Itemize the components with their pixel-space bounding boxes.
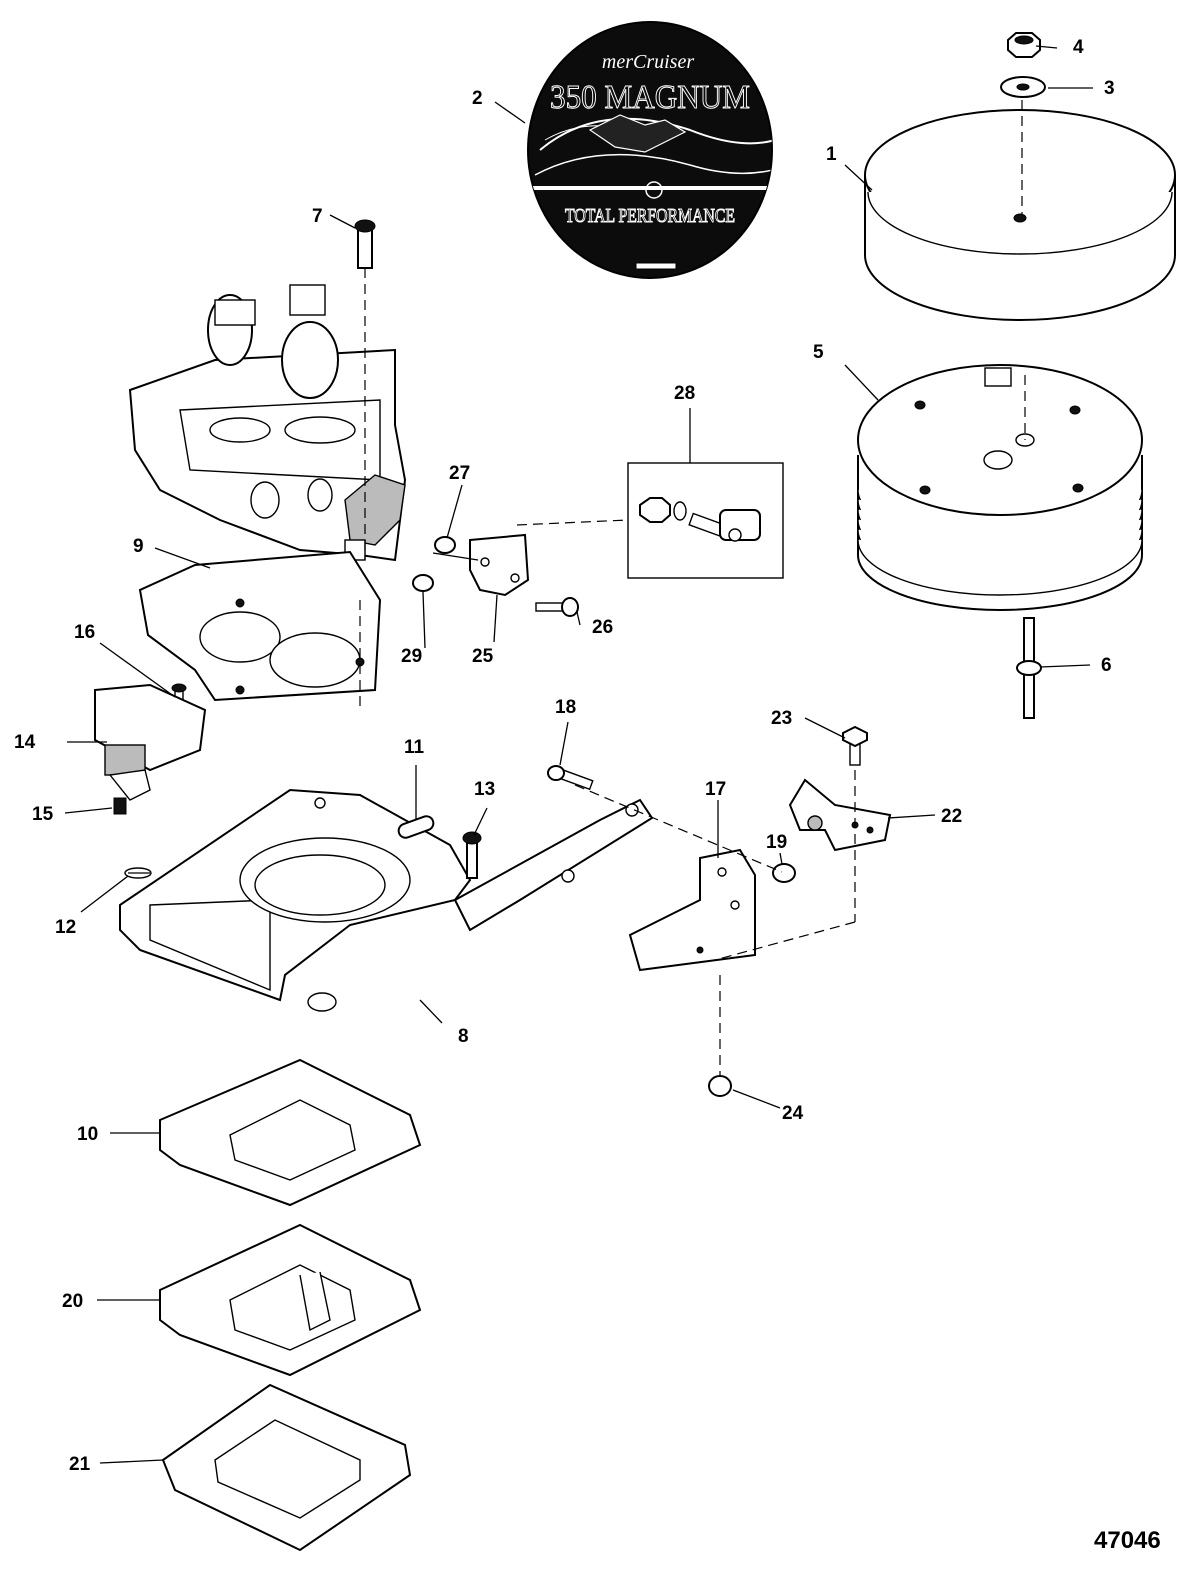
part-27-nut — [434, 536, 456, 554]
part-22-bracket — [788, 778, 892, 852]
part-23-bolt — [842, 725, 868, 766]
callout-5: 5 — [813, 342, 824, 363]
part-17-bracket — [628, 848, 756, 972]
part-18-bolt — [547, 765, 594, 791]
part-25-bracket — [469, 533, 530, 597]
callout-28: 28 — [674, 383, 695, 404]
callout-20: 20 — [62, 1291, 83, 1312]
callout-21: 21 — [69, 1454, 91, 1475]
callout-13: 13 — [474, 779, 495, 800]
decal-brand: merCruiser — [602, 51, 694, 73]
callout-6: 6 — [1101, 655, 1112, 676]
callout-25: 25 — [472, 646, 494, 667]
part-19-nut — [772, 863, 796, 883]
callout-16: 16 — [74, 622, 95, 643]
callout-15: 15 — [32, 804, 54, 825]
callout-17: 17 — [705, 779, 726, 800]
part-24-nut — [708, 1075, 732, 1097]
part-11-pin — [397, 815, 435, 839]
callout-22: 22 — [941, 806, 962, 827]
callout-4: 4 — [1073, 37, 1084, 58]
part-14-sensor — [94, 683, 207, 801]
callout-3: 3 — [1104, 78, 1115, 99]
part-2-decal: merCruiser 350 MAGNUM TOTAL PERFORMANCE — [527, 21, 773, 279]
figure-number: 47046 — [1094, 1527, 1161, 1554]
callout-7: 7 — [312, 206, 323, 227]
callout-2: 2 — [472, 88, 483, 109]
callout-11: 11 — [404, 737, 425, 758]
callout-29: 29 — [401, 646, 422, 667]
part-29-nut — [412, 574, 434, 592]
part-20-plate — [159, 1223, 422, 1377]
part-15-fitting — [113, 797, 127, 815]
part-8-adapter — [119, 788, 654, 1012]
leader-lines — [64, 45, 1093, 1464]
callout-23: 23 — [771, 708, 792, 729]
callout-10: 10 — [77, 1124, 98, 1145]
callout-9: 9 — [133, 536, 144, 557]
part-10-gasket — [159, 1058, 422, 1207]
assembly-lines — [359, 100, 1026, 1075]
part-26-screw — [535, 597, 579, 617]
part-7-bolt — [354, 219, 376, 269]
callout-labels: 4 3 1 2 7 5 28 27 9 16 26 29 25 6 18 23 … — [14, 37, 1115, 1475]
part-1-lid — [864, 109, 1176, 321]
callout-27: 27 — [449, 463, 470, 484]
part-6-stud — [1016, 617, 1042, 719]
callout-26: 26 — [592, 617, 613, 638]
part-5-air-filter — [857, 364, 1143, 611]
part-13-bolt — [462, 831, 482, 879]
callout-1: 1 — [826, 144, 837, 165]
decal-line1: 350 MAGNUM — [550, 79, 750, 116]
callout-19: 19 — [766, 832, 787, 853]
part-21-gasket — [161, 1383, 412, 1552]
callout-14: 14 — [14, 732, 36, 753]
part-3-washer — [1000, 76, 1046, 98]
part-28-linkage-kit — [639, 497, 761, 542]
callout-24: 24 — [782, 1103, 804, 1124]
part-12-spring — [124, 867, 152, 879]
callout-8: 8 — [458, 1026, 469, 1047]
callout-12: 12 — [55, 917, 76, 938]
throttle-body — [128, 284, 407, 562]
decal-line2: TOTAL PERFORMANCE — [565, 205, 735, 227]
part-9-gasket — [138, 550, 382, 702]
part-4-nut — [1007, 32, 1041, 58]
callout-18: 18 — [555, 697, 576, 718]
